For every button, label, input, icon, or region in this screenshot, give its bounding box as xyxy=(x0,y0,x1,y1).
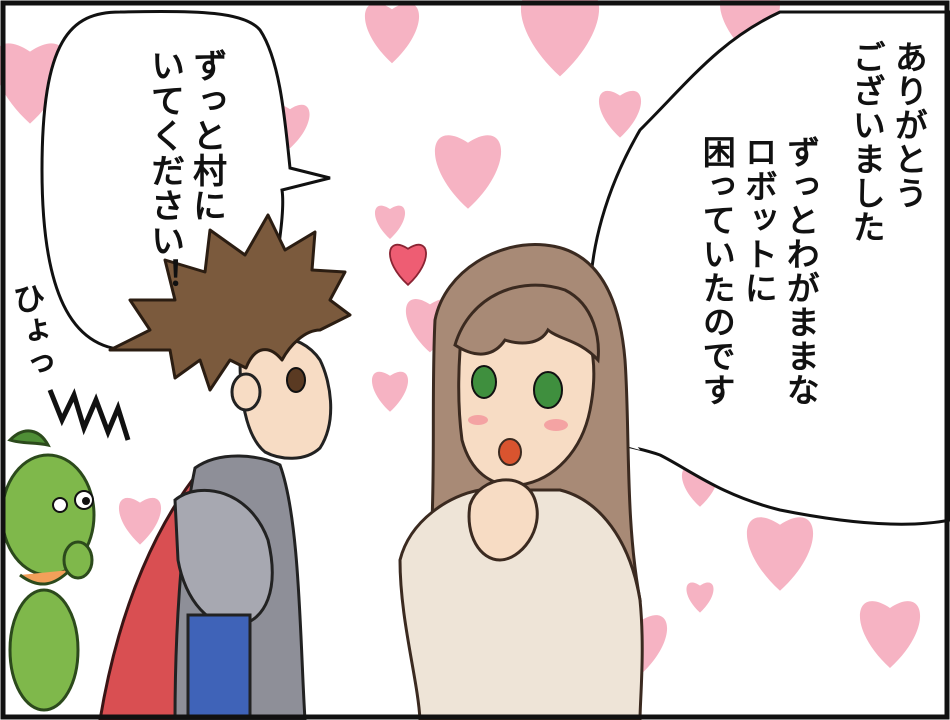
mascot-character xyxy=(0,429,96,712)
left-bubble-line-2: いてください！ xyxy=(144,48,185,293)
heroine-blush-left xyxy=(468,415,488,425)
hero-pauldron xyxy=(173,488,274,628)
heroine-mouth xyxy=(498,438,522,466)
heroine-eye-right xyxy=(533,371,563,409)
right-bubble-line-3: ずっとわがままな xyxy=(781,135,821,407)
heroine-bangs xyxy=(453,283,600,364)
heroine-blush-right xyxy=(544,419,568,431)
heroine-hands xyxy=(467,478,539,562)
heroine-eye-left xyxy=(471,365,497,399)
hero-hair xyxy=(108,213,352,392)
hero-ear xyxy=(230,372,262,412)
right-bubble-line-1: ありがとう xyxy=(889,40,929,210)
hero-eye xyxy=(286,367,306,393)
left-bubble-line-1: ずっと村に xyxy=(186,48,227,223)
hero-sleeve xyxy=(186,613,252,720)
heroine-dress xyxy=(398,488,644,720)
sfx-zigzag xyxy=(47,388,131,441)
right-bubble-line-5: 困っていたのです xyxy=(697,135,737,407)
right-bubble-line-2: ございました xyxy=(847,40,887,244)
right-bubble-line-4: ロボットに xyxy=(739,135,779,305)
